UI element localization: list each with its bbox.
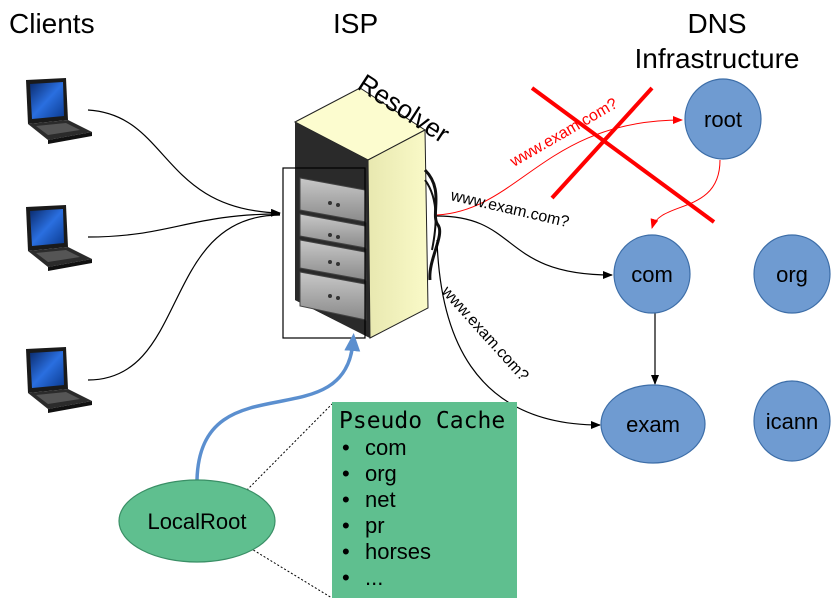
cache-bullet: •: [342, 435, 350, 460]
cache-connector: [249, 547, 333, 599]
cache-bullet: •: [342, 487, 350, 512]
isp-header: ISP: [333, 8, 378, 39]
cache-item: com: [365, 435, 407, 460]
query-arrow-com: [436, 215, 613, 279]
dns-node-com: com: [613, 234, 691, 314]
laptop-icon: [26, 347, 92, 413]
dns-node-exam: exam: [600, 384, 706, 464]
client-link: [87, 109, 281, 217]
cache-item: pr: [365, 513, 385, 538]
server-rack-icon: [282, 87, 442, 339]
cache-bullet: •: [342, 461, 350, 486]
clients-header: Clients: [9, 8, 95, 39]
localroot-node: LocalRoot: [118, 479, 276, 563]
blocked-query-label: www.exam.com?: [507, 95, 621, 171]
cache-item: ...: [365, 565, 383, 590]
localroot-label: LocalRoot: [147, 509, 246, 534]
cache-bullet: •: [342, 565, 350, 590]
cache-item: net: [365, 487, 396, 512]
icann-label: icann: [766, 409, 819, 434]
blocked-cross-icon: [530, 86, 716, 224]
cache-bullet: •: [342, 539, 350, 564]
dns-node-root: root: [684, 78, 762, 160]
dns-node-icann: icann: [753, 380, 831, 462]
cache-bullet: •: [342, 513, 350, 538]
cache-connector: [243, 403, 333, 494]
laptop-icon: [26, 78, 92, 144]
root-label: root: [704, 107, 742, 132]
dns-header-line1: DNS: [687, 8, 746, 39]
exam-label: exam: [626, 412, 680, 437]
org-label: org: [776, 262, 808, 287]
laptop-icon: [26, 205, 92, 271]
query-arrow-exam: [436, 239, 601, 429]
pseudo-cache-box: Pseudo Cache • com • org • net • pr • ho…: [332, 402, 517, 598]
pseudo-cache-title: Pseudo Cache: [339, 408, 505, 434]
cache-item: org: [365, 461, 397, 486]
blocked-query-arrow: [436, 116, 683, 216]
cache-item: horses: [365, 539, 431, 564]
query-label-exam: www.exam.com?: [437, 283, 531, 385]
com-label: com: [631, 262, 673, 287]
client-link: [87, 213, 281, 238]
dns-node-org: org: [753, 234, 831, 314]
client-link: [87, 214, 281, 381]
dns-header-line2: Infrastructure: [635, 43, 800, 74]
localroot-arrow: [195, 333, 361, 481]
